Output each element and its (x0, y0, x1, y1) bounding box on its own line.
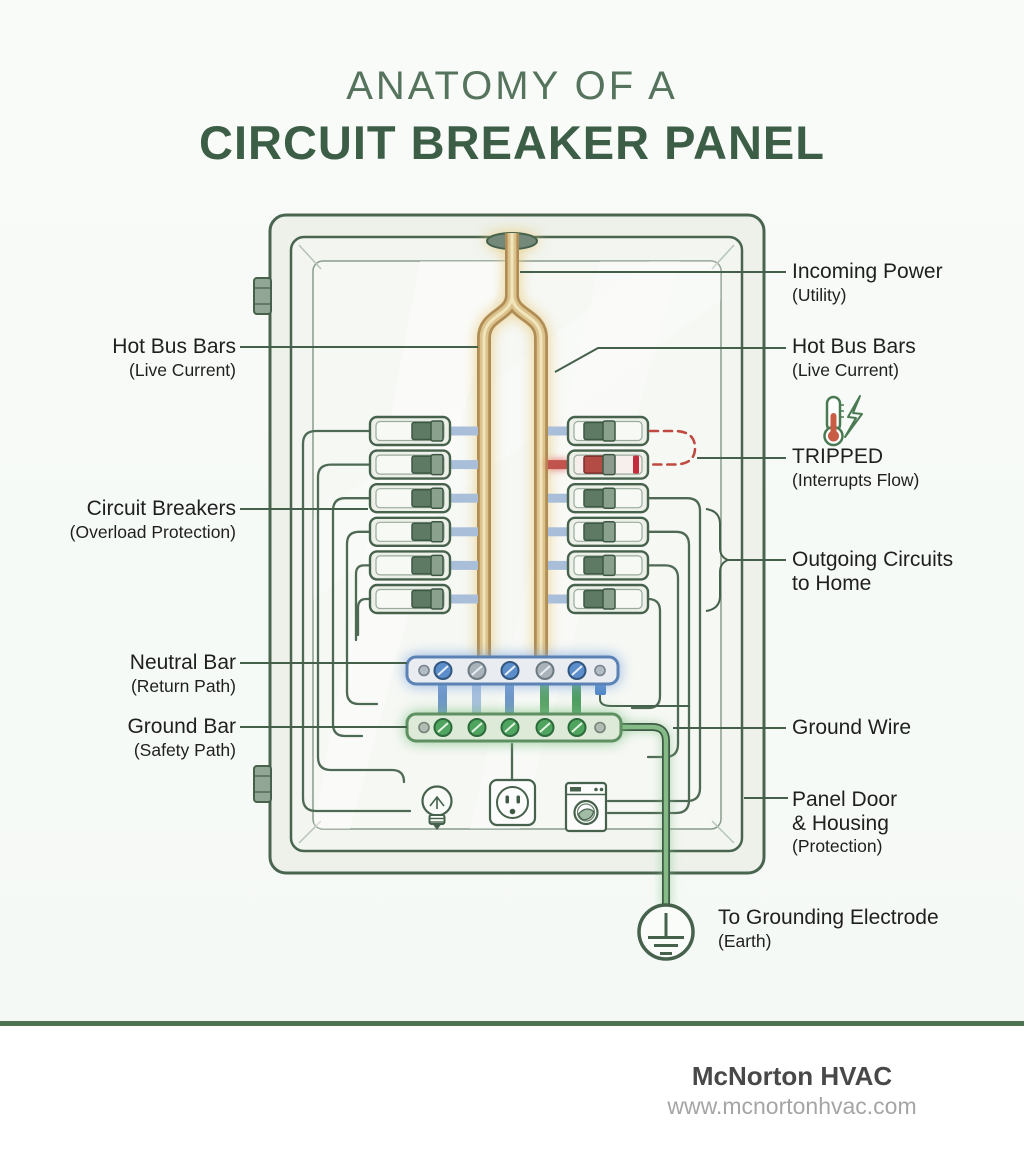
label-sub: (Safety Path) (133, 739, 236, 760)
ground-bar (405, 712, 623, 743)
panel-housing (268, 213, 766, 875)
label-main: Ground Wire (792, 716, 912, 739)
label-ground-bar: Ground Bar (Safety Path) (16, 715, 236, 761)
circuit-breaker (548, 415, 650, 447)
label-grounding-electrode: To Grounding Electrode (Earth) (718, 906, 1020, 952)
label-sub: (Live Current) (129, 359, 236, 380)
label-main: Circuit Breakers (86, 497, 236, 520)
tripped-flow-dashed-line (648, 429, 697, 466)
circuit-breaker (548, 516, 650, 547)
footer-divider (0, 1021, 1024, 1026)
label-sub: (Interrupts Flow) (792, 469, 920, 490)
door-hinge-top (253, 277, 272, 315)
label-sub: (Utility) (792, 284, 847, 305)
circuit-breaker (368, 583, 478, 615)
label-sub: (Live Current) (792, 359, 899, 380)
circuit-breaker (368, 449, 478, 480)
label-main: Ground Bar (127, 715, 236, 738)
circuit-breaker-array (368, 415, 650, 615)
circuit-breaker (548, 483, 650, 514)
label-tripped: TRIPPED (Interrupts Flow) (792, 445, 1022, 491)
label-line2: & Housing (792, 811, 889, 835)
circuit-breaker (368, 550, 478, 581)
label-sub: (Earth) (718, 930, 772, 951)
washing-machine-icon (564, 781, 608, 833)
label-neutral-bar: Neutral Bar (Return Path) (16, 651, 236, 697)
label-line2: to Home (792, 571, 872, 595)
incoming-cable-and-bus-bars (477, 232, 548, 657)
label-sub: (Overload Protection) (69, 521, 236, 542)
circuit-breaker (548, 550, 650, 581)
title-line2: CIRCUIT BREAKER PANEL (199, 116, 825, 169)
label-main: To Grounding Electrode (718, 906, 939, 929)
power-outlet-icon (488, 778, 537, 827)
ground-wire (611, 723, 670, 909)
label-panel-door: Panel Door & Housing (Protection) (792, 788, 1022, 857)
tripped-breaker (548, 449, 650, 480)
thermometer-bolt-icon (823, 395, 863, 447)
label-main: Incoming Power (792, 260, 943, 283)
light-bulb-icon (421, 785, 453, 830)
earth-ground-icon (637, 903, 695, 961)
circuit-breaker (368, 483, 478, 514)
circuit-breaker (368, 516, 478, 547)
branch-circuit-wires-right (606, 497, 702, 815)
label-line1: Outgoing Circuits (792, 548, 954, 571)
title-line1: ANATOMY OF A (346, 64, 678, 108)
label-hot-bus-bars-left: Hot Bus Bars (Live Current) (16, 335, 236, 381)
label-incoming-power: Incoming Power (Utility) (792, 260, 1022, 306)
label-line3: (Protection) (792, 836, 883, 856)
label-main: Hot Bus Bars (792, 335, 916, 358)
door-hinge-bottom (253, 765, 272, 803)
brand-website: www.mcnortonhvac.com (667, 1093, 917, 1119)
label-hot-bus-bars-right: Hot Bus Bars (Live Current) (792, 335, 1022, 381)
branch-circuit-wires-left (301, 429, 514, 813)
label-main: Hot Bus Bars (112, 335, 236, 358)
label-main: Neutral Bar (129, 651, 236, 674)
label-sub: (Return Path) (130, 675, 236, 696)
bar-connectors (438, 680, 690, 716)
label-outgoing-circuits: Outgoing Circuits to Home (792, 548, 1022, 595)
label-ground-wire: Ground Wire (792, 716, 1022, 740)
label-line1: Panel Door (792, 788, 898, 811)
label-main: TRIPPED (792, 445, 884, 468)
page-title: ANATOMY OF A CIRCUIT BREAKER PANEL (0, 64, 1024, 170)
circuit-breaker (368, 415, 478, 447)
circuit-breaker (548, 583, 650, 615)
leader-lines (240, 271, 788, 799)
brand-name: McNorton HVAC (691, 1061, 893, 1091)
neutral-bar (405, 655, 620, 686)
label-circuit-breakers: Circuit Breakers (Overload Protection) (16, 497, 236, 543)
